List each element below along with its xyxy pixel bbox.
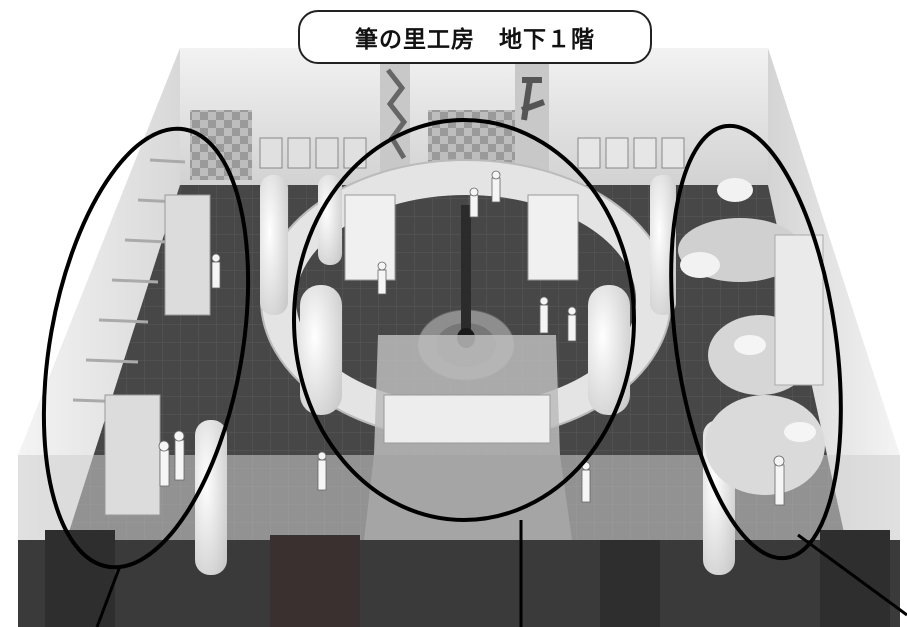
right-display-tables <box>678 178 825 495</box>
callout-line-left <box>95 565 122 627</box>
entrance-display-counter <box>383 394 551 444</box>
rotunda-exhibit-panel-left <box>344 194 396 281</box>
entrance-corridor <box>364 455 572 540</box>
floor-title-box: 筆の里工房 地下１階 <box>298 10 652 64</box>
back-wall-banner-right-calligraphy <box>520 77 546 121</box>
right-wall <box>768 48 900 560</box>
visitors <box>158 170 785 506</box>
callout-oval-center <box>292 118 636 522</box>
callout-oval-right <box>669 123 843 561</box>
back-wall-banner-left-calligraphy <box>386 68 408 160</box>
left-display-case-lower <box>104 394 161 516</box>
left-wall <box>18 48 180 560</box>
callout-oval-left <box>41 126 251 570</box>
left-display-case-upper <box>164 194 211 316</box>
front-doorway-right <box>600 540 660 627</box>
callout-line-right <box>797 533 907 617</box>
front-doorway-center <box>270 535 360 627</box>
back-wall-display-cases-right <box>577 137 685 169</box>
rotunda-exhibit-panel-right <box>527 194 579 281</box>
front-floor-edge <box>18 540 900 627</box>
central-brush-sculpture <box>461 205 471 345</box>
front-doorway-left <box>45 530 115 627</box>
back-wall-checker-panel-left <box>190 110 252 180</box>
floor-title: 筆の里工房 地下１階 <box>355 26 595 53</box>
